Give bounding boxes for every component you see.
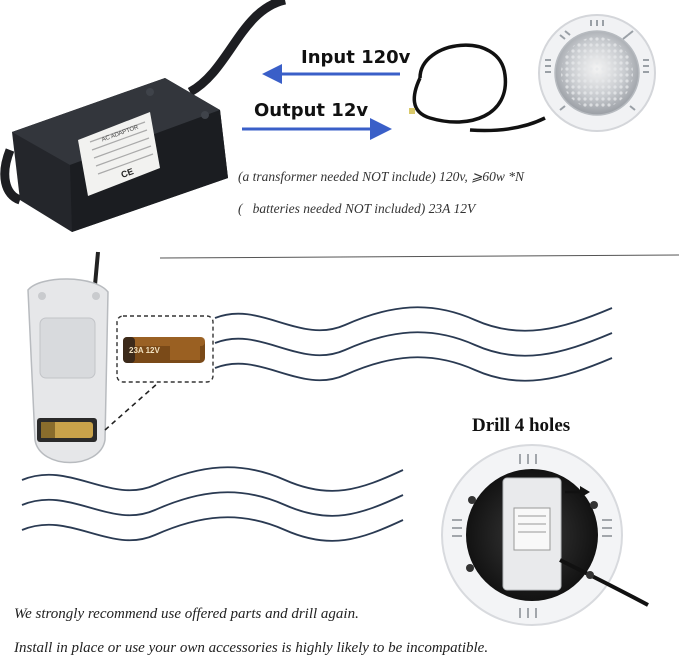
footer-line-2: Install in place or use your own accesso… <box>14 640 489 656</box>
transformer-box <box>12 78 228 232</box>
output-label: Output 12v <box>254 100 369 121</box>
input-arrow <box>262 64 400 84</box>
pool-light-cable <box>409 43 546 133</box>
battery-note: ( batteries needed NOT included) 23A 12V <box>238 201 476 216</box>
footer-line-1: We strongly recommend use offered parts … <box>14 606 359 622</box>
drill-title: Drill 4 holes <box>472 415 571 436</box>
transformer-cord-left <box>0 148 22 205</box>
battery-label: 23A 12V <box>129 346 160 355</box>
input-label: Input 120v <box>301 47 411 68</box>
output-arrow <box>242 118 392 140</box>
battery-23a <box>123 337 205 363</box>
battery-callout-line <box>104 382 159 431</box>
battery-callout-box <box>116 315 214 383</box>
transformer-cord <box>187 0 287 96</box>
pool-light-back <box>441 444 649 626</box>
section-divider <box>159 254 679 259</box>
signal-waves-upper <box>214 306 613 382</box>
signal-waves-lower <box>21 466 404 542</box>
remote-control <box>27 251 109 464</box>
transformer-note: (a transformer needed NOT include) 120v,… <box>238 169 525 184</box>
pool-light-front <box>538 14 656 132</box>
